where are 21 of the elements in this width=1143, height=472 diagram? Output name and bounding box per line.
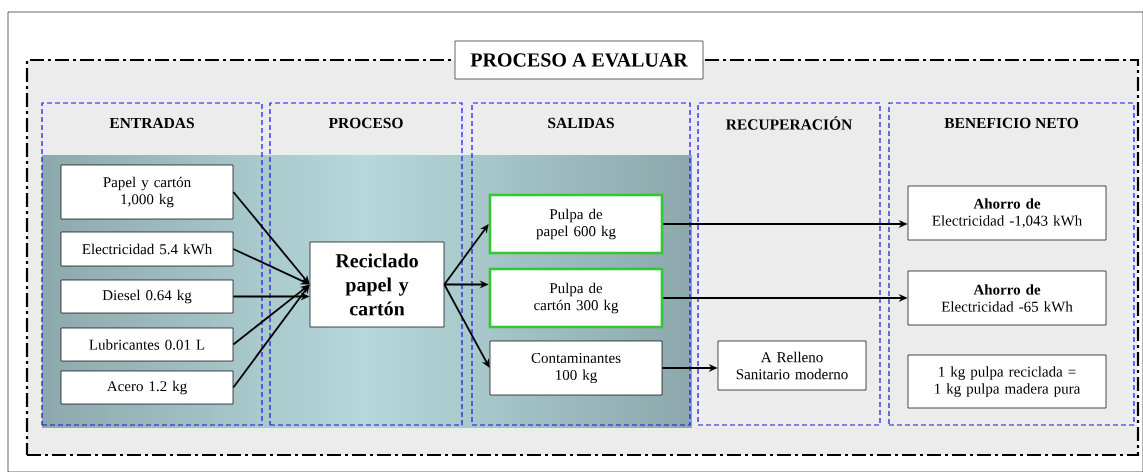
data-box: 1 kg pulpa reciclada = 1 kg pulpa madera pura — [907, 354, 1107, 409]
data-box: Electricidad 5.4 kWh — [60, 231, 234, 267]
column-heading: ENTRADAS — [109, 117, 194, 129]
data-box: Papel y cartón 1,000 kg — [60, 164, 234, 220]
data-box: Ahorro de Electricidad -1,043 kWh — [907, 185, 1107, 241]
data-box: Diesel 0.64 kg — [60, 279, 234, 314]
title-box: PROCESO A EVALUAR — [454, 40, 704, 80]
arrow — [443, 283, 490, 368]
data-box: Ahorro de Electricidad -65 kWh — [907, 270, 1107, 326]
data-box: Acero 1.2 kg — [60, 370, 234, 405]
column-heading: BENEFICIO NETO — [944, 117, 1078, 129]
data-box: Contaminantes 100 kg — [489, 340, 663, 396]
process-box: Reciclado papel y cartón — [309, 241, 445, 328]
output-box: Pulpa de papel 600 kg — [488, 193, 664, 255]
column-heading: SALIDAS — [548, 117, 614, 129]
arrow — [443, 224, 489, 286]
data-box: A Relleno Sanitario moderno — [717, 340, 867, 391]
data-box: Lubricantes 0.01 L — [60, 327, 234, 362]
column-heading: RECUPERACIÓN — [726, 116, 853, 130]
output-box: Pulpa de cartón 300 kg — [488, 267, 664, 329]
column-heading: PROCESO — [328, 117, 403, 129]
